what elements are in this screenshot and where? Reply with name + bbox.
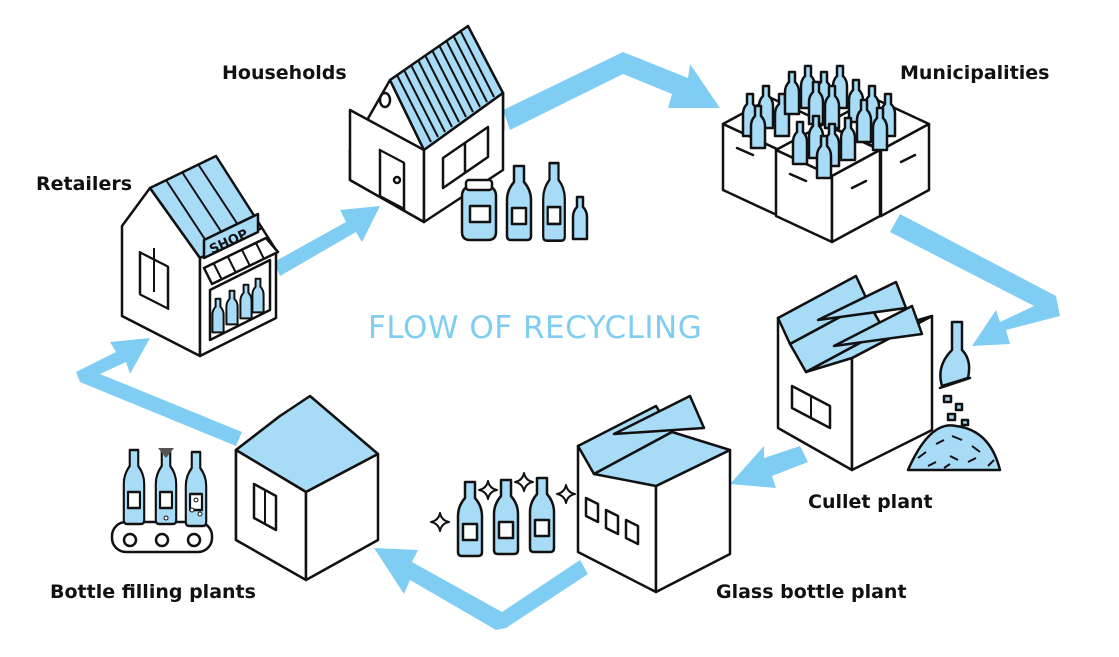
glass-bottle-plant-factory-illustration (430, 394, 732, 594)
filling-conveyor (110, 448, 214, 554)
arrow-municipalities-to-cullet (890, 214, 1060, 346)
crushed-glass-cullet (906, 320, 1002, 472)
new-glass-bottles (430, 472, 576, 558)
label-retailers: Retailers (36, 173, 133, 195)
label-cullet-plant: Cullet plant (808, 491, 933, 513)
cullet-plant-factory-illustration (776, 274, 1002, 472)
arrow-cullet-to-glass (730, 446, 808, 488)
bottle-filling-plant-illustration (110, 394, 380, 582)
households-house-illustration (348, 24, 589, 243)
label-bottle-filling-plants: Bottle filling plants (50, 581, 256, 603)
municipalities-crates-illustration (721, 64, 931, 244)
household-bottles (460, 161, 589, 243)
arrow-bottling-to-retailers (76, 338, 242, 446)
flow-arrows (76, 52, 1060, 630)
arrow-retailers-to-households (274, 206, 380, 276)
label-households: Households (222, 62, 347, 84)
arrow-households-to-municipalities (503, 52, 720, 130)
diagram-title: FLOW OF RECYCLING (368, 310, 703, 346)
retailers-shop-illustration: SHOP (120, 154, 280, 358)
label-glass-bottle-plant: Glass bottle plant (716, 581, 907, 603)
label-municipalities: Municipalities (900, 62, 1050, 84)
arrow-glass-to-bottling (374, 548, 588, 630)
